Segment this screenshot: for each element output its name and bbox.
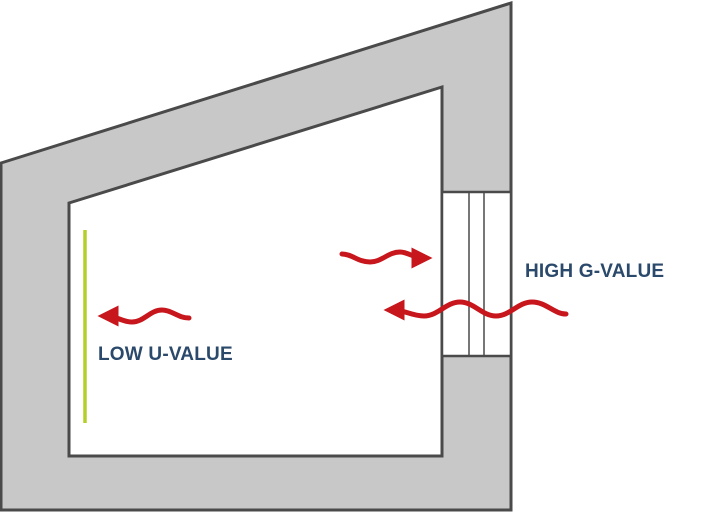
low-u-value-label: LOW U-VALUE [98, 344, 233, 365]
interior-room [67, 84, 444, 458]
high-g-value-label: HIGH G-VALUE [525, 261, 664, 282]
heat-loss-arrow [97, 305, 192, 327]
internal-heat-arrow [339, 247, 433, 269]
solar-gain-arrow [383, 299, 569, 321]
window-glazing [440, 190, 513, 358]
